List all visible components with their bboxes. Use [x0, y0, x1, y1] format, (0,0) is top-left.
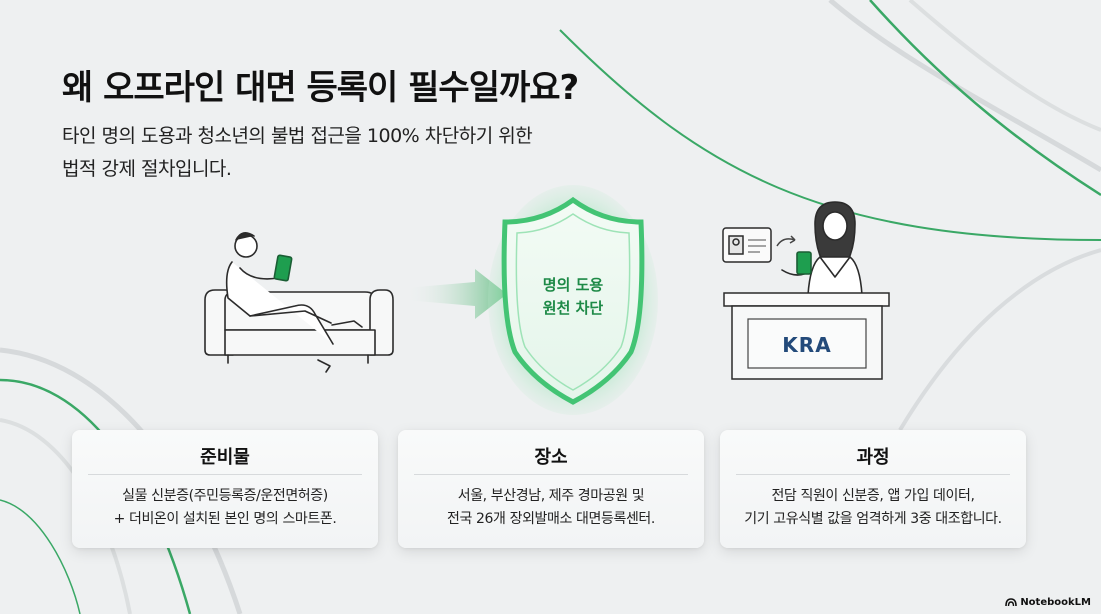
card-preparation: 준비물 실물 신분증(주민등록증/운전면허증) + 더비온이 설치된 본인 명의… — [72, 430, 378, 548]
card-divider — [414, 474, 688, 475]
card-title: 준비물 — [200, 447, 250, 468]
shield-text-line-2: 원천 차단 — [543, 299, 604, 317]
arrow-icon — [405, 269, 507, 319]
card-process: 과정 전담 직원이 신분증, 앱 가입 데이터, 기기 고유식별 값을 엄격하게… — [720, 430, 1026, 548]
subtitle-line-2: 법적 강제 절차입니다. — [62, 158, 232, 180]
registration-desk: KRA — [723, 292, 890, 380]
card-location: 장소 서울, 부산경남, 제주 경마공원 및 전국 26개 장외발매소 대면등록… — [398, 430, 704, 548]
subtitle-line-1: 타인 명의 도용과 청소년의 불법 접근을 100% 차단하기 위한 — [62, 125, 533, 147]
card-line: 전담 직원이 신분증, 앱 가입 데이터, — [771, 488, 975, 504]
card-body: 전담 직원이 신분증, 앱 가입 데이터, 기기 고유식별 값을 엄격하게 3중… — [720, 475, 1026, 531]
card-line: 서울, 부산경남, 제주 경마공원 및 — [457, 488, 645, 504]
staff-person-icon — [781, 201, 863, 296]
brand-name: NotebookLM — [1020, 597, 1091, 608]
page-title: 왜 오프라인 대면 등록이 필수일까요? — [62, 68, 579, 108]
shield-text-line-1: 명의 도용 — [543, 276, 604, 294]
card-line: 전국 26개 장외발매소 대면등록센터. — [447, 511, 655, 527]
id-card-icon — [722, 227, 796, 263]
page-subtitle: 타인 명의 도용과 청소년의 불법 접근을 100% 차단하기 위한 법적 강제… — [62, 120, 622, 186]
card-divider — [88, 474, 362, 475]
card-body: 실물 신분증(주민등록증/운전면허증) + 더비온이 설치된 본인 명의 스마트… — [72, 475, 378, 531]
card-body: 서울, 부산경남, 제주 경마공원 및 전국 26개 장외발매소 대면등록센터. — [398, 475, 704, 531]
card-line: 기기 고유식별 값을 엄격하게 3중 대조합니다. — [744, 511, 1002, 527]
card-title: 장소 — [534, 447, 568, 468]
card-line: + 더비온이 설치된 본인 명의 스마트폰. — [113, 511, 337, 527]
card-divider — [736, 474, 1010, 475]
card-title: 과정 — [856, 447, 890, 468]
person-on-sofa-icon — [204, 232, 394, 373]
brand-watermark: NotebookLM — [1005, 597, 1091, 608]
card-line: 실물 신분증(주민등록증/운전면허증) — [122, 488, 328, 504]
kra-logo: KRA — [782, 333, 831, 357]
notebooklm-logo-icon — [1005, 598, 1018, 607]
shield-icon: 명의 도용 원천 차단 — [488, 185, 658, 415]
